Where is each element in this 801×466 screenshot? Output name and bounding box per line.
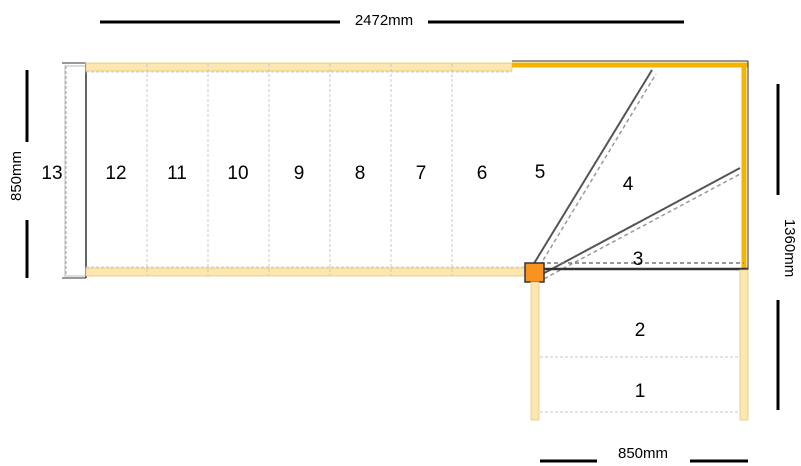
step-13-label: 13 [41, 163, 62, 184]
winder-riser-5-4-dash [535, 73, 657, 273]
winder-riser-5-4 [529, 69, 653, 271]
step-13-tread [64, 65, 87, 277]
stringer-right-lower [739, 269, 749, 421]
step-numbers: 13 12 11 10 9 8 7 6 5 4 3 2 1 [41, 162, 645, 402]
dimension-bottom: 850mm [540, 445, 748, 463]
step-7-label: 7 [416, 163, 427, 184]
step-4-label: 4 [623, 174, 634, 195]
step-6-label: 6 [477, 163, 488, 184]
step-10-label: 10 [227, 163, 248, 184]
winder-riser-4-3 [534, 167, 741, 279]
dimension-left-label: 850mm [8, 151, 25, 201]
step-11-label: 11 [167, 163, 187, 184]
step-1-label: 1 [635, 381, 646, 402]
step-12-label: 12 [105, 163, 126, 184]
step-8-label: 8 [355, 163, 366, 184]
stringer-left-lower [530, 281, 540, 421]
stringer-bottom [85, 267, 527, 277]
step-9-label: 9 [294, 163, 305, 184]
dimension-right: 1360mm [776, 84, 798, 410]
bottom-flight [530, 269, 749, 421]
riser-lines [146, 64, 453, 276]
step-3-label: 3 [633, 249, 644, 270]
newel-post [524, 262, 545, 283]
winder-riser-4-3-dash [537, 172, 743, 283]
dimension-right-label: 1360mm [781, 219, 798, 277]
winder-section [512, 60, 749, 283]
dimension-left: 850mm [8, 70, 29, 278]
stringer-top [85, 62, 513, 72]
dimension-bottom-label: 850mm [618, 445, 668, 462]
dimension-top: 2472mm [100, 12, 684, 29]
step-2-label: 2 [635, 320, 646, 341]
dimension-top-label: 2472mm [355, 12, 413, 29]
step-5-label: 5 [535, 162, 546, 183]
